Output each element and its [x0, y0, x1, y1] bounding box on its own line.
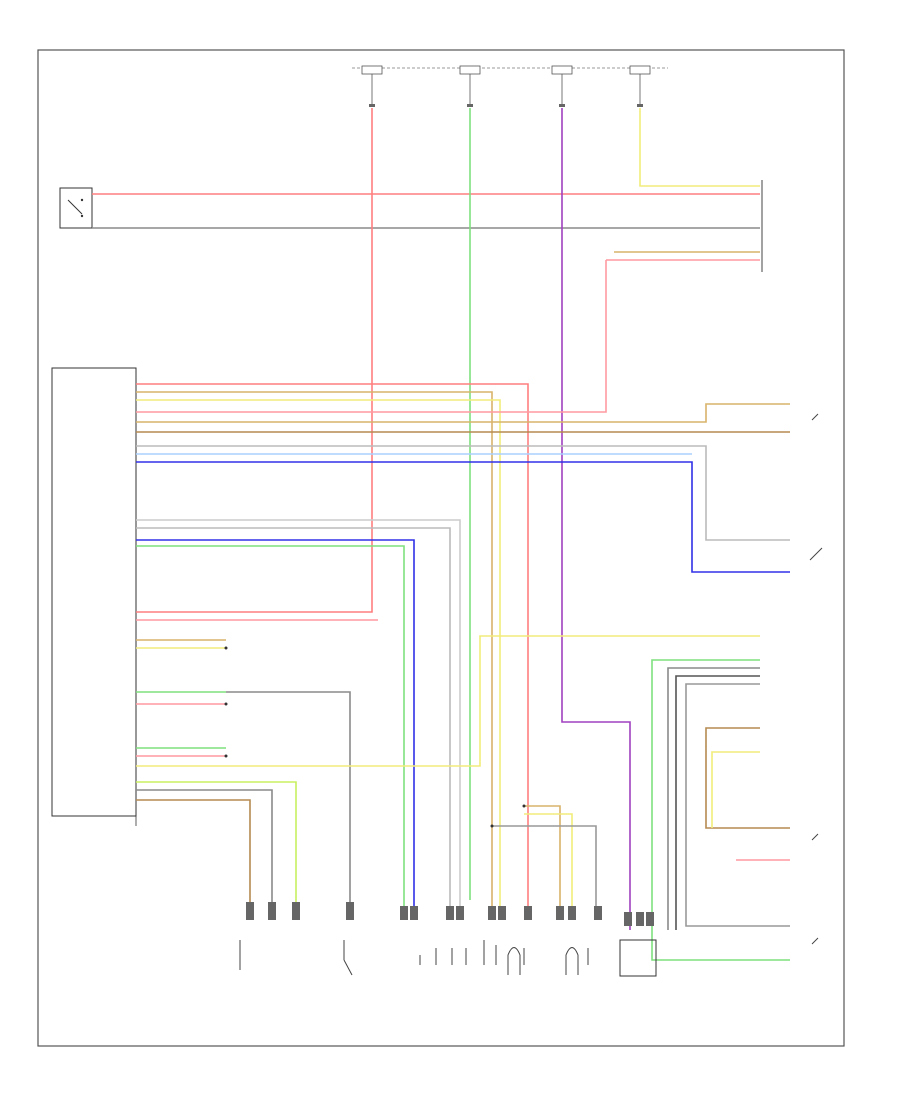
- wire-module-gray: [136, 445, 790, 541]
- wire-red-vertical: [136, 108, 373, 613]
- bottom-components: [239, 939, 657, 977]
- fuse-4: [629, 65, 651, 107]
- wire-module-pink-to-right: [136, 260, 607, 413]
- wire-center-tan: [524, 805, 561, 915]
- wire-center-yellow: [524, 813, 573, 915]
- fuse-2: [459, 65, 481, 107]
- power-distribution-bus: [352, 65, 668, 107]
- control-module: [51, 367, 137, 826]
- wire-module-yellow-low: [136, 635, 760, 767]
- bottom-connectors: [246, 902, 654, 926]
- wire-module-tan-1: [136, 391, 493, 915]
- wire-right-black-1: [675, 675, 760, 930]
- wire-yellow-fuse4: [639, 108, 760, 187]
- wire-module-gray-2: [136, 519, 461, 915]
- wires: [92, 108, 790, 961]
- switch-component-top-left: [59, 187, 93, 229]
- wire-module-brown-low: [136, 799, 251, 915]
- fuse-1: [361, 65, 383, 107]
- wire-module-tan-long: [136, 403, 790, 423]
- wire-module-gray-low: [136, 789, 273, 915]
- right-switch-symbols: [809, 413, 823, 945]
- wire-right-green-1: [651, 659, 790, 961]
- wire-module-yellow-1: [136, 399, 501, 915]
- wire-right-brown-sensor: [705, 727, 790, 829]
- diagram-frame: [37, 49, 845, 1047]
- wire-module-green-low2: [136, 781, 297, 915]
- wire-purple-vertical: [561, 108, 631, 930]
- wire-right-gray-2: [685, 683, 790, 927]
- wire-center-gray: [492, 825, 597, 915]
- wire-module-gray-3: [136, 527, 451, 915]
- wire-module-red-1: [136, 383, 529, 915]
- wire-module-green-2: [136, 545, 405, 915]
- wire-module-gray-mid: [226, 691, 351, 915]
- wire-right-yellow-sensor: [711, 751, 760, 828]
- wire-module-blue-2: [136, 539, 415, 915]
- wire-right-gray-1: [667, 667, 760, 930]
- wire-module-blue-long: [136, 461, 790, 573]
- fuse-3: [551, 65, 573, 107]
- junction-dots: [224, 646, 526, 828]
